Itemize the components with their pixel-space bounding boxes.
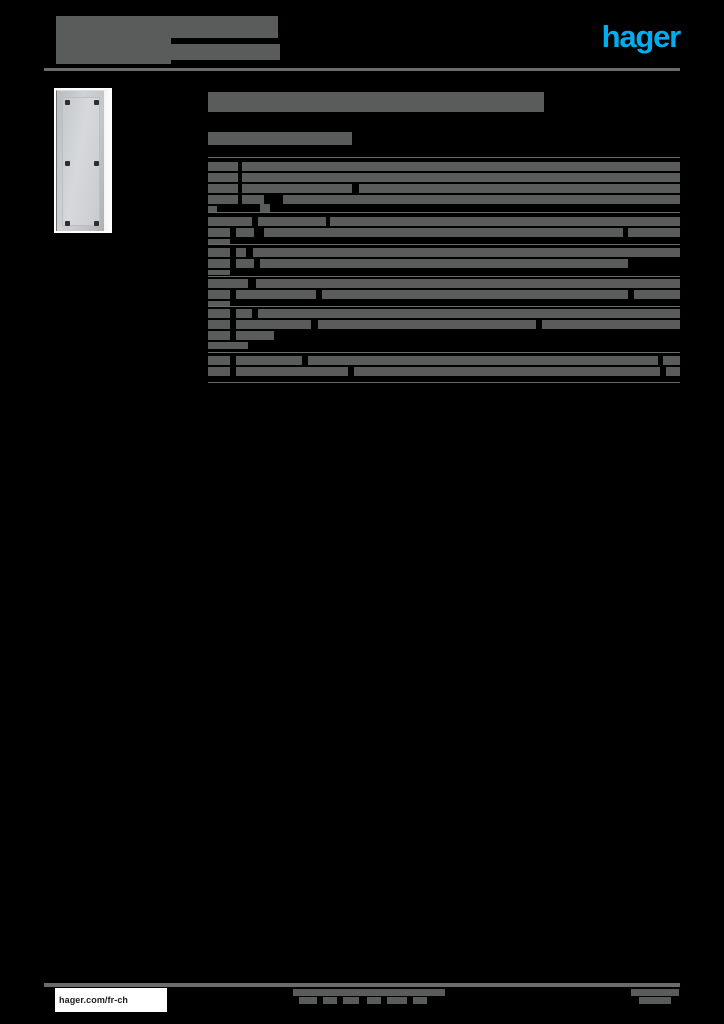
spec-value-redacted (258, 309, 680, 318)
spec-value-redacted (208, 290, 230, 299)
table-row (208, 353, 680, 383)
spec-value-redacted (666, 367, 680, 376)
spec-value-redacted (208, 173, 238, 182)
spec-value-redacted (236, 248, 246, 257)
table-row (208, 157, 680, 213)
spec-value-redacted (236, 228, 254, 237)
spec-value-redacted (208, 239, 230, 244)
footer-text-redacted (299, 997, 317, 1004)
table-row (208, 307, 680, 353)
spec-value-redacted (208, 367, 230, 376)
spec-value-redacted (208, 342, 248, 349)
spec-value-redacted (258, 217, 326, 226)
spec-value-redacted (283, 195, 680, 204)
enclosure-body (56, 90, 104, 231)
spec-value-redacted (260, 259, 628, 268)
spec-value-redacted (236, 367, 348, 376)
screw-icon (65, 221, 70, 226)
hager-logo: hager (601, 19, 682, 54)
footer-text-redacted (343, 997, 359, 1004)
spec-value-redacted (256, 279, 680, 288)
footer-center-redacted (293, 989, 445, 1005)
spec-value-redacted (208, 301, 230, 306)
footer-page-redacted (639, 997, 671, 1004)
footer-page-number-redacted (631, 989, 679, 1004)
spec-label-redacted (208, 309, 230, 318)
spec-value-redacted (242, 162, 680, 171)
footer-url-box[interactable]: hager.com/fr-ch (55, 988, 167, 1012)
spec-value-redacted (236, 331, 274, 340)
spec-value-redacted (542, 320, 680, 329)
main-content (208, 88, 680, 383)
document-title-tail-redacted (135, 44, 280, 60)
spec-value-redacted (208, 195, 238, 204)
spec-value-redacted (236, 290, 316, 299)
footer-text-redacted (293, 989, 445, 996)
footer-text-redacted (387, 997, 407, 1004)
spec-label-redacted (208, 248, 230, 257)
spec-label-redacted (208, 356, 230, 365)
footer-url-text: hager.com/fr-ch (59, 995, 129, 1005)
footer-divider (44, 983, 680, 987)
spec-value-redacted (308, 356, 658, 365)
spec-label-redacted (208, 279, 248, 288)
spec-value-redacted (236, 259, 254, 268)
spec-value-redacted (236, 356, 302, 365)
spec-value-redacted (236, 309, 252, 318)
table-row (208, 245, 680, 277)
spec-value-redacted (663, 356, 680, 365)
spec-value-redacted (318, 320, 536, 329)
document-subtitle-redacted (56, 38, 171, 64)
screw-icon (94, 221, 99, 226)
table-row (208, 213, 680, 245)
table-row (208, 277, 680, 307)
page-header: hager (0, 0, 724, 78)
section-subtitle-redacted (208, 132, 352, 145)
spec-value-redacted (208, 259, 230, 268)
spec-value-redacted (242, 195, 264, 204)
spec-value-redacted (208, 270, 230, 275)
spec-value-redacted (242, 173, 680, 182)
spec-value-redacted (634, 290, 680, 299)
spec-value-redacted (330, 217, 680, 226)
spec-value-redacted (236, 320, 311, 329)
spec-label-redacted (208, 162, 238, 171)
footer-text-redacted (323, 997, 337, 1004)
spec-value-redacted (242, 184, 352, 193)
footer-text-redacted (413, 997, 427, 1004)
footer-text-redacted (367, 997, 381, 1004)
spec-value-redacted (628, 228, 680, 237)
footer-page-redacted (631, 989, 679, 996)
enclosure-side-panel (104, 89, 111, 231)
header-divider (44, 68, 680, 71)
spec-value-redacted (264, 228, 623, 237)
spec-value-redacted (354, 367, 660, 376)
spec-value-redacted (208, 184, 238, 193)
screw-icon (65, 161, 70, 166)
spec-value-redacted (359, 184, 680, 193)
screw-icon (94, 100, 99, 105)
spec-label-redacted (208, 217, 252, 226)
spec-value-redacted (322, 290, 628, 299)
spec-value-redacted (208, 320, 230, 329)
spec-value-redacted (253, 248, 680, 257)
spec-value-redacted (208, 228, 230, 237)
specification-table (208, 157, 680, 383)
product-image (54, 88, 112, 233)
spec-value-redacted (208, 331, 230, 340)
section-title-redacted (208, 92, 544, 112)
spec-value-redacted (260, 204, 270, 212)
screw-icon (65, 100, 70, 105)
spec-value-redacted (208, 206, 217, 212)
screw-icon (94, 161, 99, 166)
document-title-redacted (56, 16, 278, 38)
